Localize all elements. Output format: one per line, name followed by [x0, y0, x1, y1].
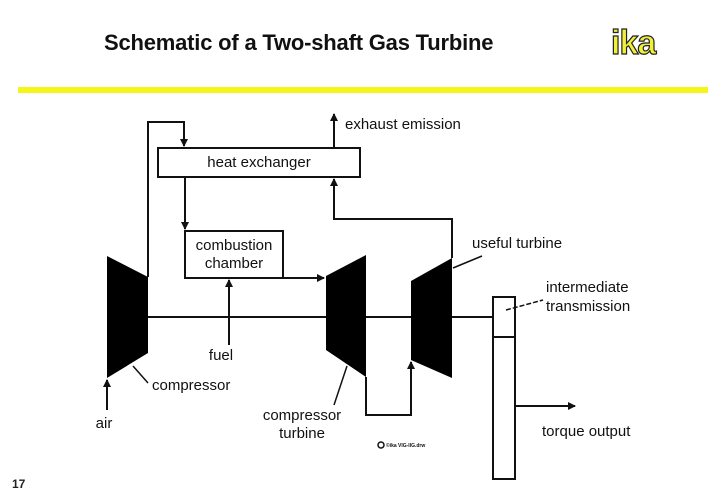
- useful-turbine-leader: [452, 255, 483, 269]
- ika-logo: ika: [610, 23, 656, 62]
- compressor-turbine-label-1: compressor: [263, 407, 341, 424]
- compressor-leader: [132, 365, 149, 384]
- yellow-divider: [18, 87, 708, 93]
- compressor-shape: [107, 256, 148, 378]
- transmission-box: [492, 296, 516, 480]
- compressor-label: compressor: [152, 377, 230, 394]
- interstage-gas-pipe: [365, 361, 415, 416]
- compressed-air-pipe: [147, 121, 188, 277]
- combustion-chamber-label-2: chamber: [205, 255, 263, 272]
- transmission-leader: [505, 299, 544, 311]
- slide-title: Schematic of a Two-shaft Gas Turbine: [104, 30, 494, 55]
- exhaust-label: exhaust emission: [345, 116, 461, 133]
- torque-label: torque output: [542, 423, 631, 440]
- combustion-chamber-label-1: combustion: [196, 237, 273, 254]
- combustion-chamber-box: [184, 230, 284, 279]
- page-number: 17: [12, 477, 26, 491]
- compressor-turbine-leader: [333, 365, 348, 406]
- compressor-turbine-shape: [326, 255, 366, 377]
- useful-turbine-label: useful turbine: [472, 235, 562, 252]
- useful-turbine-shape: [411, 258, 452, 378]
- transmission-label-2: transmission: [546, 298, 630, 315]
- heat-exchanger-box: [157, 147, 361, 178]
- copyright-icon: [377, 441, 385, 449]
- drawing-credit: ©ika VIG-IIG.drw: [386, 442, 425, 449]
- transmission-label-1: intermediate: [546, 279, 629, 296]
- fuel-label: fuel: [209, 347, 233, 364]
- heat-exchanger-label: heat exchanger: [207, 154, 310, 171]
- exhaust-return-pipe: [330, 178, 453, 258]
- compressor-turbine-label-2: turbine: [279, 425, 325, 442]
- air-label: air: [96, 415, 113, 432]
